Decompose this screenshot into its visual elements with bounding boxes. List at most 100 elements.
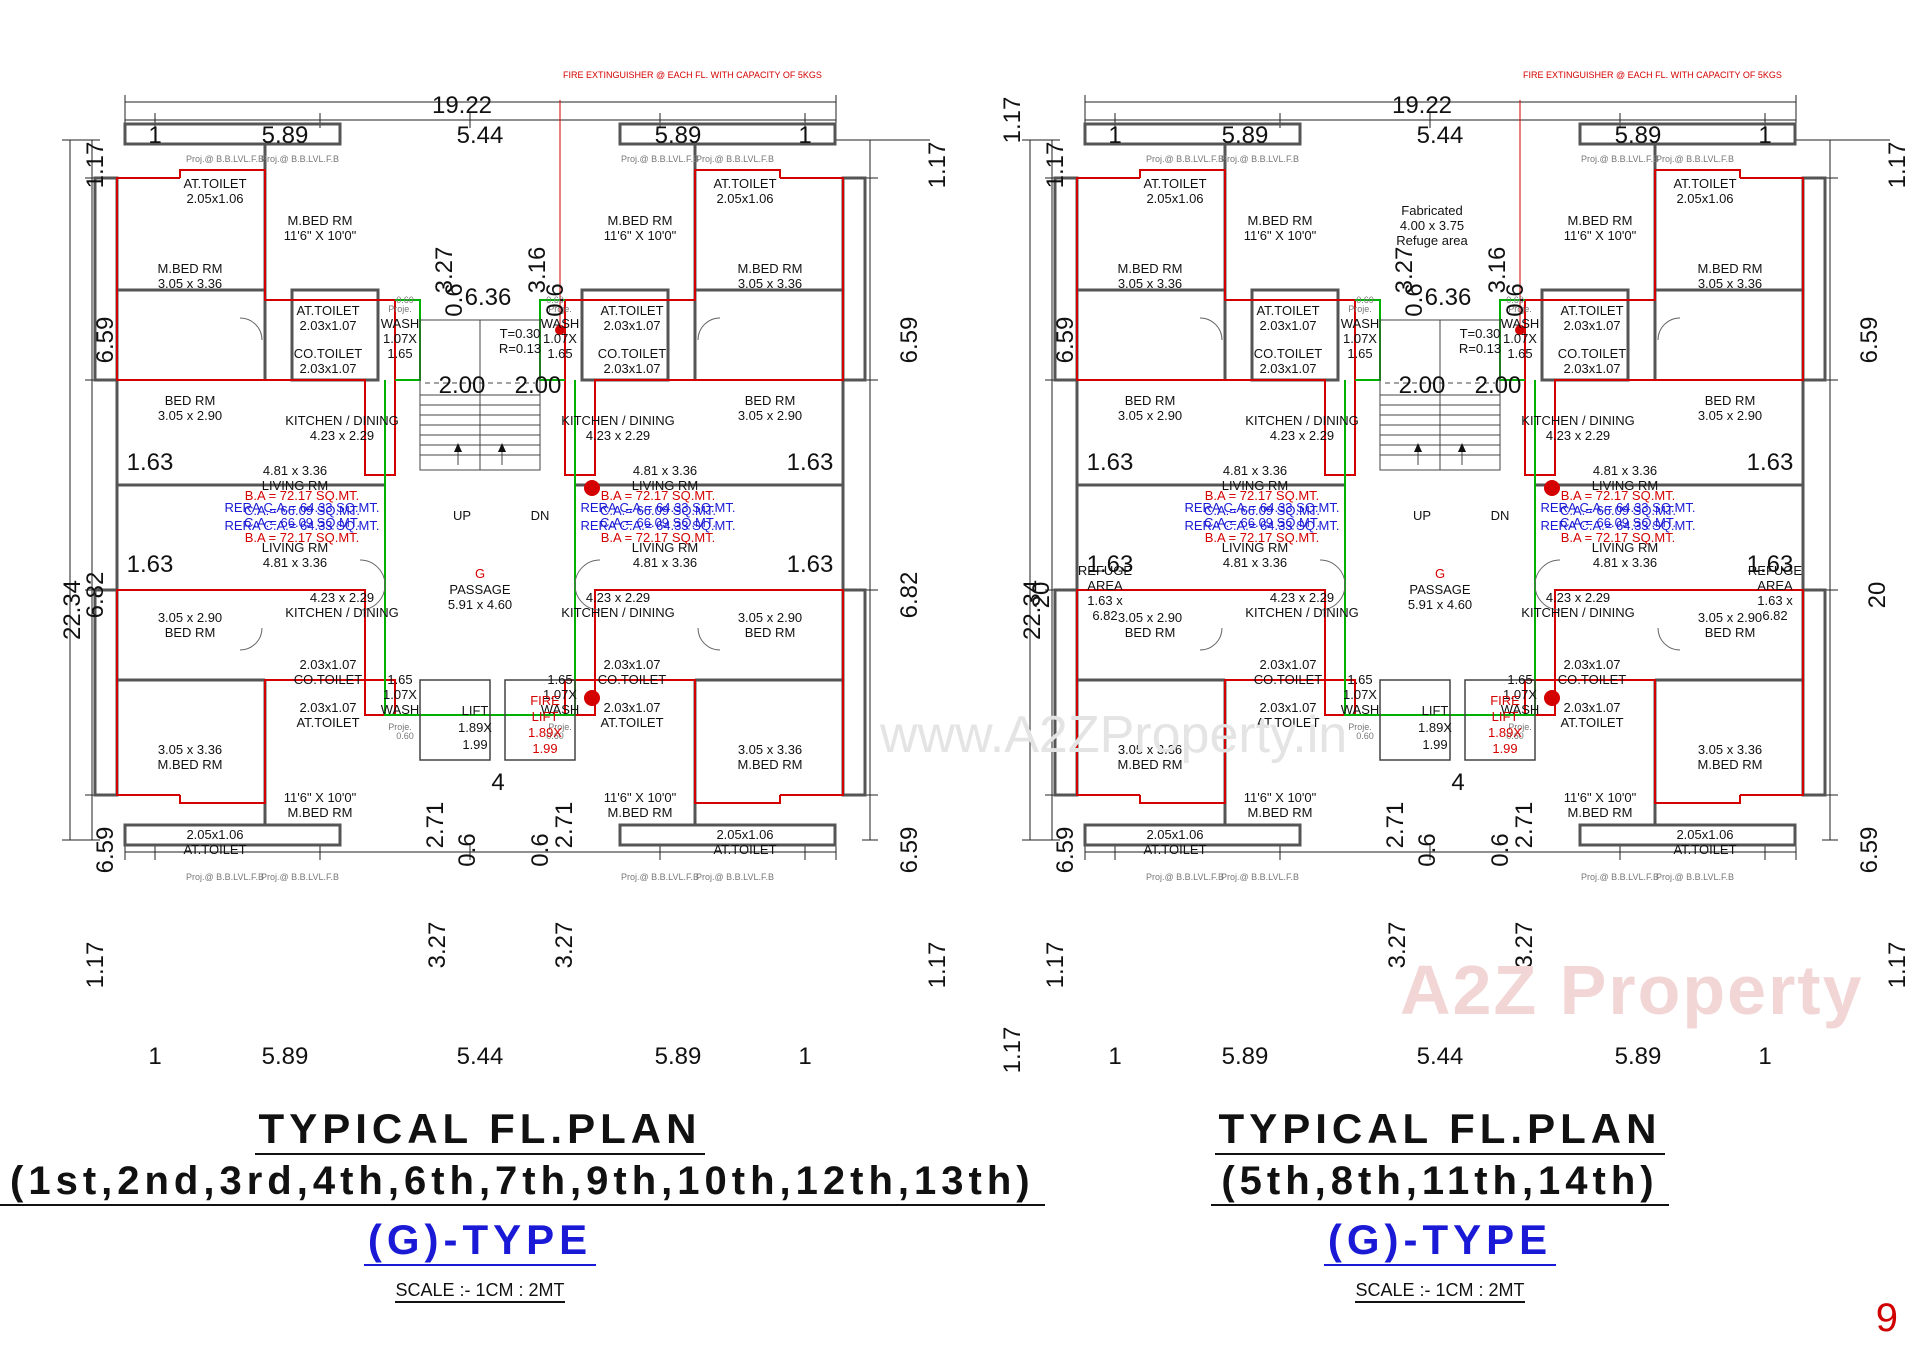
- passage-size: 5.91 x 4.60: [448, 597, 512, 612]
- dim-overall-height: 22.34: [59, 580, 86, 640]
- room-wash-size-1-q4: 1.07X: [543, 687, 577, 702]
- fire-extinguisher-icons: [555, 325, 600, 706]
- room-master-bed-side-q1: M.BED RM: [158, 261, 223, 276]
- room-at-toilet-large-size-q4: 2.05x1.06: [716, 827, 773, 842]
- room-at-toilet-small-q2: AT.TOILET: [1560, 303, 1623, 318]
- room-master-bed-side-q4: M.BED RM: [738, 757, 803, 772]
- dim-bottom-589-left: 5.89: [1222, 1043, 1269, 1070]
- plan-type: (G)-TYPE: [1323, 1216, 1557, 1266]
- room-living-q2: LIVING RM: [1592, 540, 1658, 555]
- room-master-bed-side-q2: M.BED RM: [1698, 261, 1763, 276]
- proj-short-q1: Proje.: [1348, 304, 1372, 314]
- area-ca-q2: C.A.= 66.09 SQ.MT.: [600, 503, 716, 518]
- room-living-size-q3: 4.81 x 3.36: [263, 463, 327, 478]
- room-bed-q3: BED RM: [1125, 625, 1176, 640]
- room-kitchen-q3: KITCHEN / DINING: [285, 605, 398, 620]
- room-co-toilet-size-q1: 2.03x1.07: [299, 361, 356, 376]
- proj-short-q1: Proje.: [388, 304, 412, 314]
- room-kitchen-size-q1: 4.23 x 2.29: [310, 428, 374, 443]
- room-wash-size-1-q3: 1.07X: [1343, 687, 1377, 702]
- plan-labels: 19.22 1 5.89 5.44 5.89 1 1 5.89 5.44 5.8…: [59, 70, 951, 1070]
- room-bed-size-q1: 3.05 x 2.90: [158, 408, 222, 423]
- refuge-right-size-2: 6.82: [1762, 608, 1787, 623]
- room-at-toilet-small-size-q2: 2.03x1.07: [603, 318, 660, 333]
- room-wash-q3: WASH: [1341, 702, 1380, 717]
- page-number: 9: [1875, 1296, 1898, 1340]
- room-bed-q2: BED RM: [1705, 393, 1756, 408]
- dim-top-589-right: 5.89: [655, 122, 702, 149]
- dim-right-20: 20: [1864, 582, 1891, 609]
- fabricated-size: 4.00 x 3.75: [1400, 218, 1464, 233]
- room-bed-size-q2: 3.05 x 2.90: [738, 408, 802, 423]
- room-bed-q2: BED RM: [745, 393, 796, 408]
- dim-left-117-top: 1.17: [1042, 142, 1069, 189]
- dim-right-117-top: 1.17: [1884, 142, 1911, 189]
- area-rera-q3: RERA C.A.= 64.33 SQ.MT.: [1185, 500, 1340, 515]
- room-at-toilet-large-q3: AT.TOILET: [1143, 842, 1206, 857]
- plan-scale: SCALE :- 1CM : 2MT: [395, 1280, 565, 1303]
- proj-label-a-q2: Proj.@ B.B.LVL.F.B: [696, 154, 774, 164]
- dim-core-06-top-right: 0.6: [542, 283, 569, 316]
- room-kitchen-q3: KITCHEN / DINING: [1245, 605, 1358, 620]
- refuge-left-size-1: 1.63 x: [1087, 593, 1123, 608]
- room-kitchen-q1: KITCHEN / DINING: [1245, 413, 1358, 428]
- room-living-size-q4: 4.81 x 3.36: [633, 463, 697, 478]
- watermark-logo: A2Z Property: [1400, 951, 1864, 1029]
- proj-short-q3: Proje.: [388, 722, 412, 732]
- dim-core-327-bottom-left: 3.27: [424, 922, 451, 969]
- area-ca-q1: C.A.= 66.09 SQ.MT.: [244, 503, 360, 518]
- dim-top-1-right: 1: [798, 122, 811, 149]
- floor-plan-2: 19.22 1 5.89 5.44 5.89 1 1 5.89 5.44 5.8…: [960, 0, 1920, 1357]
- room-master-bed-top-q3: M.BED RM: [288, 805, 353, 820]
- room-master-bed-top-size-q3: 11'6" X 10'0": [1244, 790, 1317, 805]
- lift-size-1: 1.89X: [1418, 720, 1452, 735]
- dim-left-659-bottom: 6.59: [92, 827, 119, 874]
- room-at-toilet-large-q1: AT.TOILET: [183, 176, 246, 191]
- lift-label: LIFT: [1422, 703, 1449, 718]
- area-rera-q3: RERA C.A.= 64.33 SQ.MT.: [225, 500, 380, 515]
- room-wash-size-2-q4: 1.65: [547, 672, 572, 687]
- room-master-bed-top-size-q4: 11'6" X 10'0": [604, 790, 677, 805]
- proj-size-q4: 0.60: [1506, 731, 1524, 741]
- room-master-bed-top-size-q1: 11'6" X 10'0": [1244, 228, 1317, 243]
- room-wash-q4: WASH: [1501, 702, 1540, 717]
- proj-label-b-q1: Proj.@ B.B.LVL.F.B: [1221, 154, 1299, 164]
- area-ba-q1: B.A = 72.17 SQ.MT.: [245, 488, 360, 503]
- dim-right-659-bottom: 6.59: [1856, 827, 1883, 874]
- proj-short-q3: Proje.: [1348, 722, 1372, 732]
- room-co-toilet-q4: CO.TOILET: [1558, 672, 1626, 687]
- room-co-toilet-size-q2: 2.03x1.07: [1563, 361, 1620, 376]
- room-bed-size-q3: 3.05 x 2.90: [158, 610, 222, 625]
- dim-bottom-589-right: 5.89: [655, 1043, 702, 1070]
- room-at-toilet-small-q4: AT.TOILET: [600, 715, 663, 730]
- proj-label-b-q4: Proj.@ B.B.LVL.F.B: [1581, 872, 1659, 882]
- area-rera-q2: RERA C.A.= 64.33 SQ.MT.: [1541, 518, 1696, 533]
- door-arcs: [239, 317, 721, 651]
- room-at-toilet-large-q4: AT.TOILET: [713, 842, 776, 857]
- room-master-bed-top-q4: M.BED RM: [608, 805, 673, 820]
- area-ba-q3: B.A = 72.17 SQ.MT.: [245, 530, 360, 545]
- area-ca-q4: C.A.= 66.09 SQ.MT.: [1560, 515, 1676, 530]
- room-living-q4: LIVING RM: [1592, 478, 1658, 493]
- area-rera-q4: RERA C.A.= 64.33 SQ.MT.: [1541, 500, 1696, 515]
- fire-lift-label-1: FIRE: [530, 693, 560, 708]
- area-rera-q1: RERA C.A.= 64.33 SQ.MT.: [225, 518, 380, 533]
- fire-lift-label-2: LIFT: [1492, 709, 1519, 724]
- fire-lift-label-1: FIRE: [1490, 693, 1520, 708]
- room-kitchen-q4: KITCHEN / DINING: [561, 605, 674, 620]
- fire-extinguisher-icons: [1515, 325, 1560, 706]
- dim-top-544: 5.44: [457, 122, 504, 149]
- dim-right-659-bottom: 6.59: [896, 827, 923, 874]
- dim-bottom-544: 5.44: [1417, 1043, 1464, 1070]
- dim-core-271-right: 2.71: [551, 802, 578, 849]
- fire-extinguisher-note: FIRE EXTINGUISHER @ EACH FL. WITH CAPACI…: [1523, 70, 1782, 80]
- plan-scale: SCALE :- 1CM : 2MT: [1355, 1280, 1525, 1303]
- dim-core-200-right: 2.00: [1475, 372, 1522, 399]
- room-wash-size-1-q2: 1.07X: [543, 331, 577, 346]
- area-rera-q1: RERA C.A.= 64.33 SQ.MT.: [1185, 518, 1340, 533]
- dim-top-1-right: 1: [1758, 122, 1771, 149]
- room-living-size-q2: 4.81 x 3.36: [633, 555, 697, 570]
- proj-label-a-q1: Proj.@ B.B.LVL.F.B: [1146, 154, 1224, 164]
- room-living-size-q1: 4.81 x 3.36: [1223, 555, 1287, 570]
- dim-core-06-bottom-right: 0.6: [527, 833, 554, 866]
